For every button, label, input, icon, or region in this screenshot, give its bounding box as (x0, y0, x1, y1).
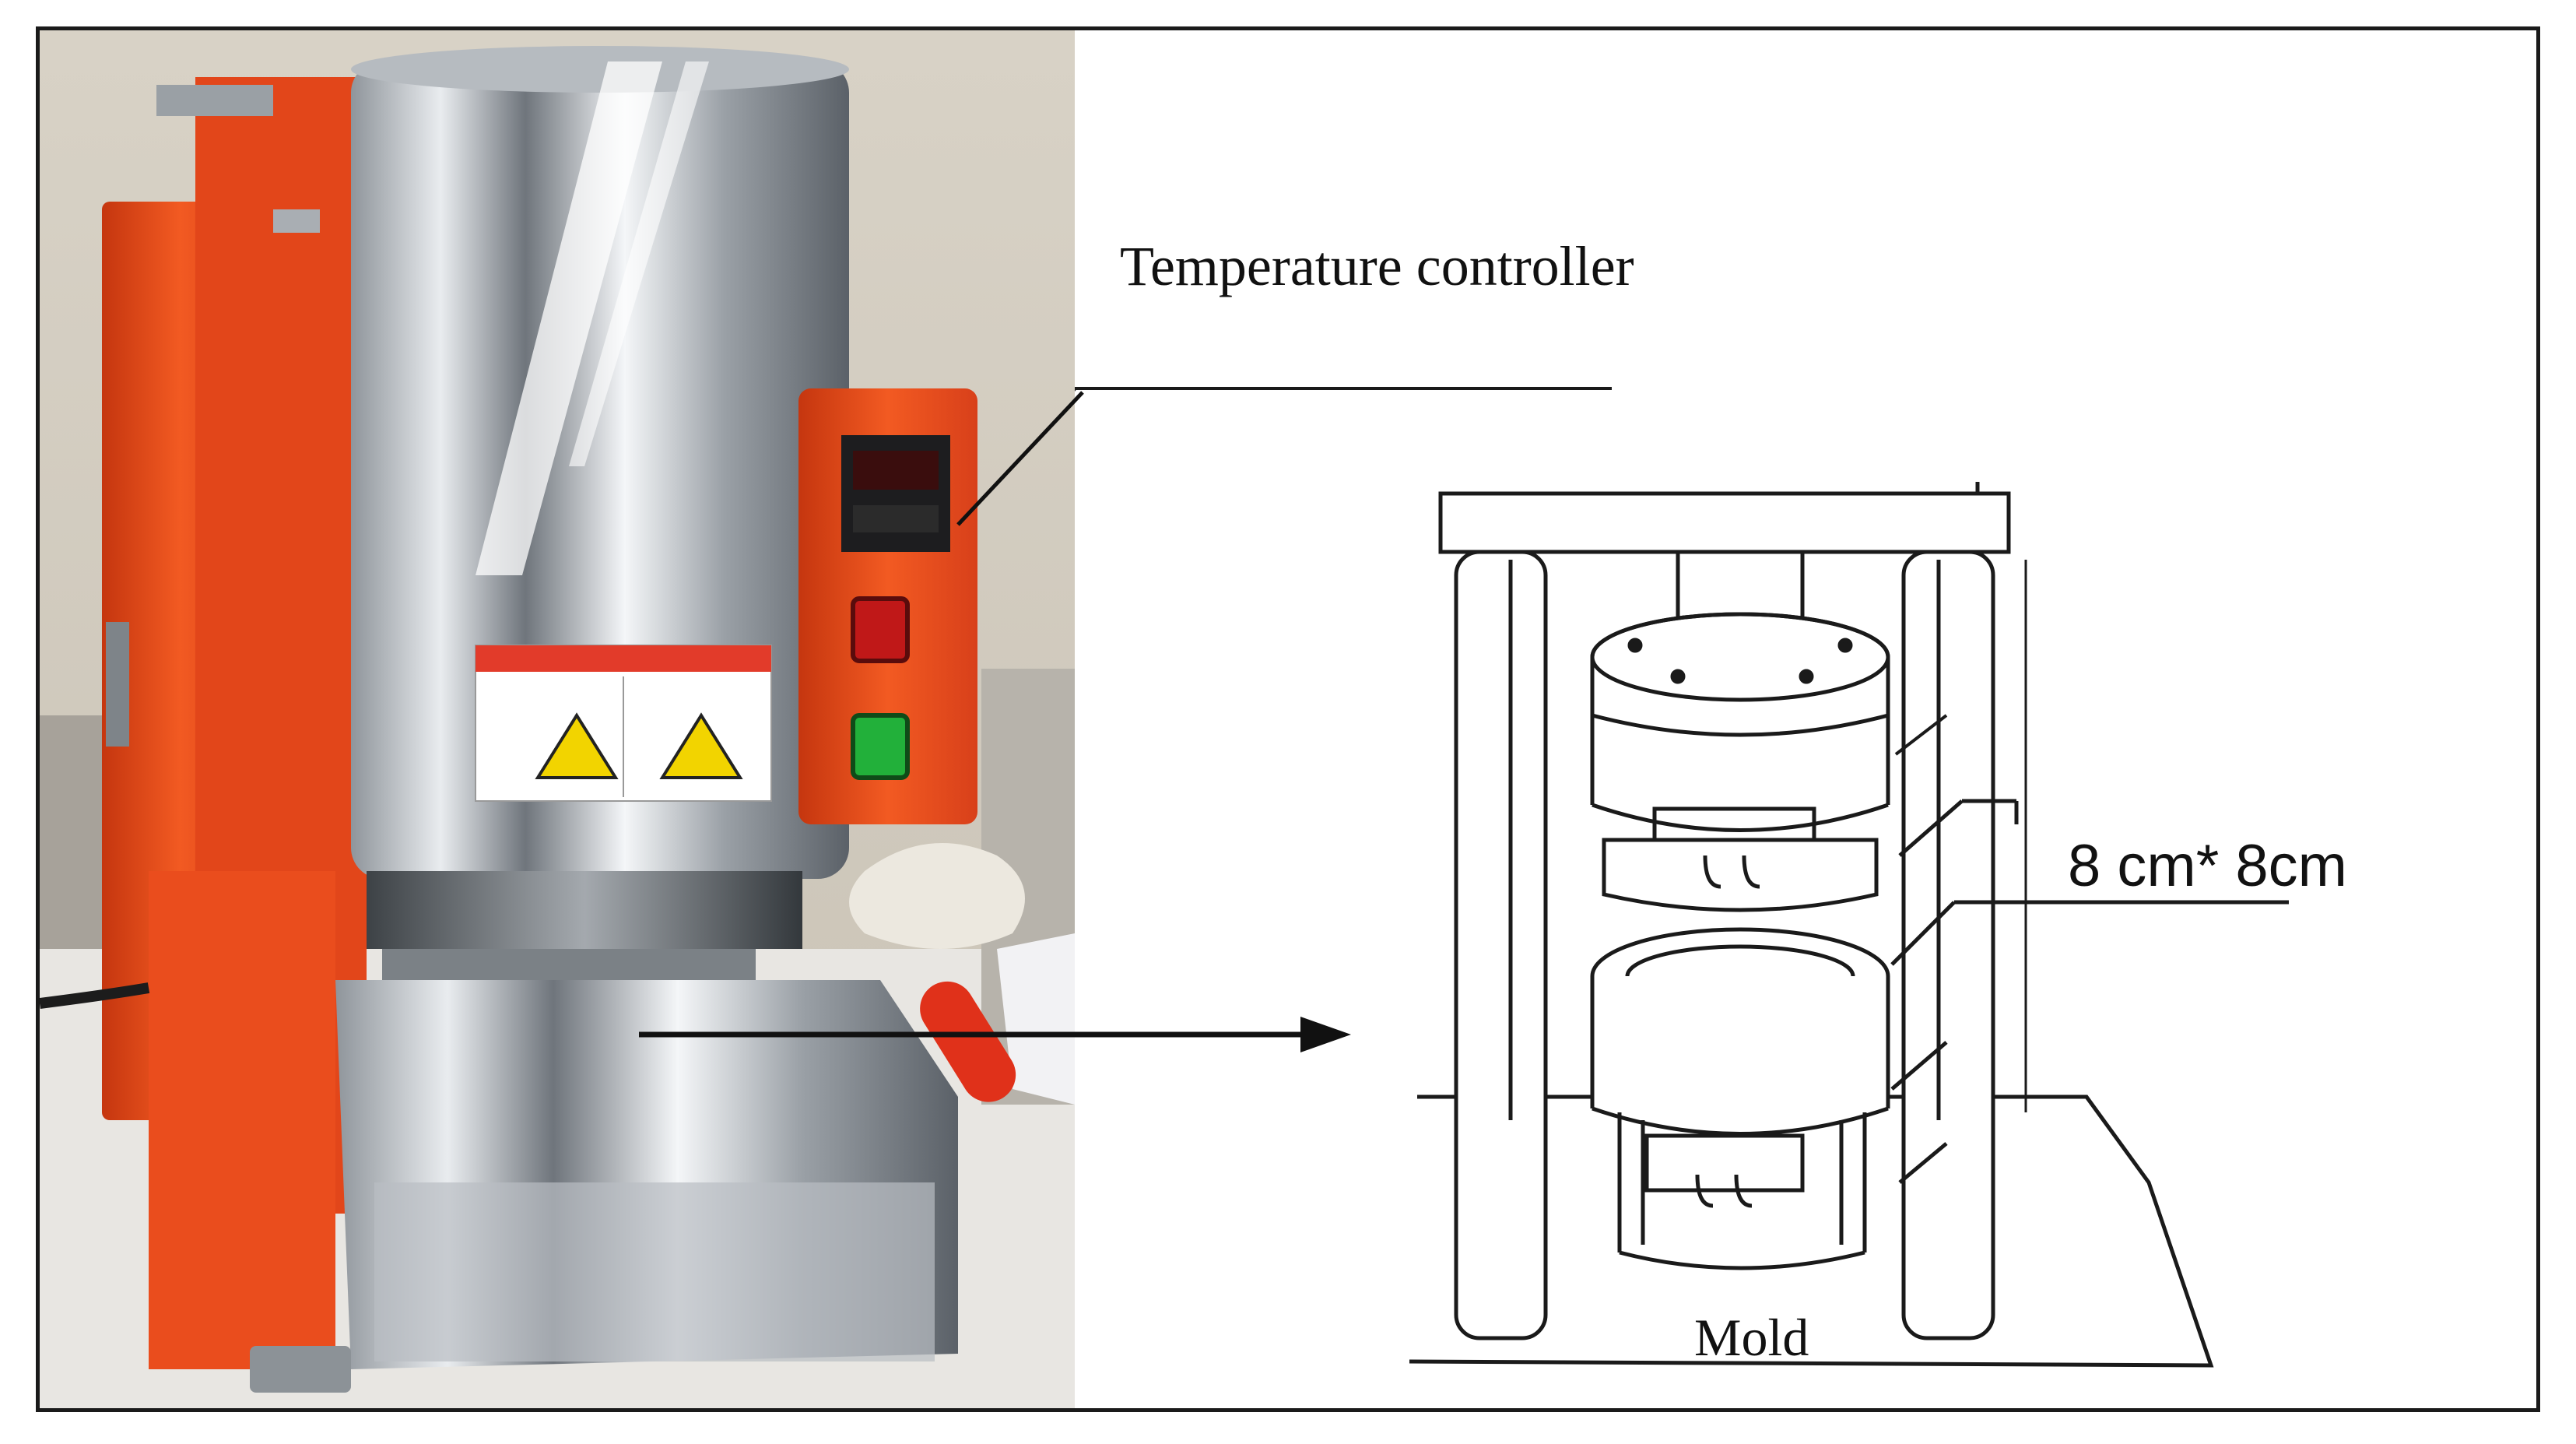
mold-sketch (1075, 387, 2289, 1368)
machine-photo (40, 30, 1075, 1408)
mold-size-label: 8 cm* 8cm (2068, 833, 2347, 899)
warning-sticker (475, 645, 772, 802)
red-power-switch (851, 596, 910, 663)
mold-label: Mold (1694, 1308, 1809, 1367)
arrow-to-sketch (639, 1017, 1351, 1052)
temp-leader-line (956, 391, 1084, 526)
green-power-switch (851, 713, 910, 780)
figure-frame: Temperature controller 8 cm* 8cm Mold (36, 26, 2540, 1412)
temperature-controller-label: Temperature controller (1120, 235, 1634, 297)
